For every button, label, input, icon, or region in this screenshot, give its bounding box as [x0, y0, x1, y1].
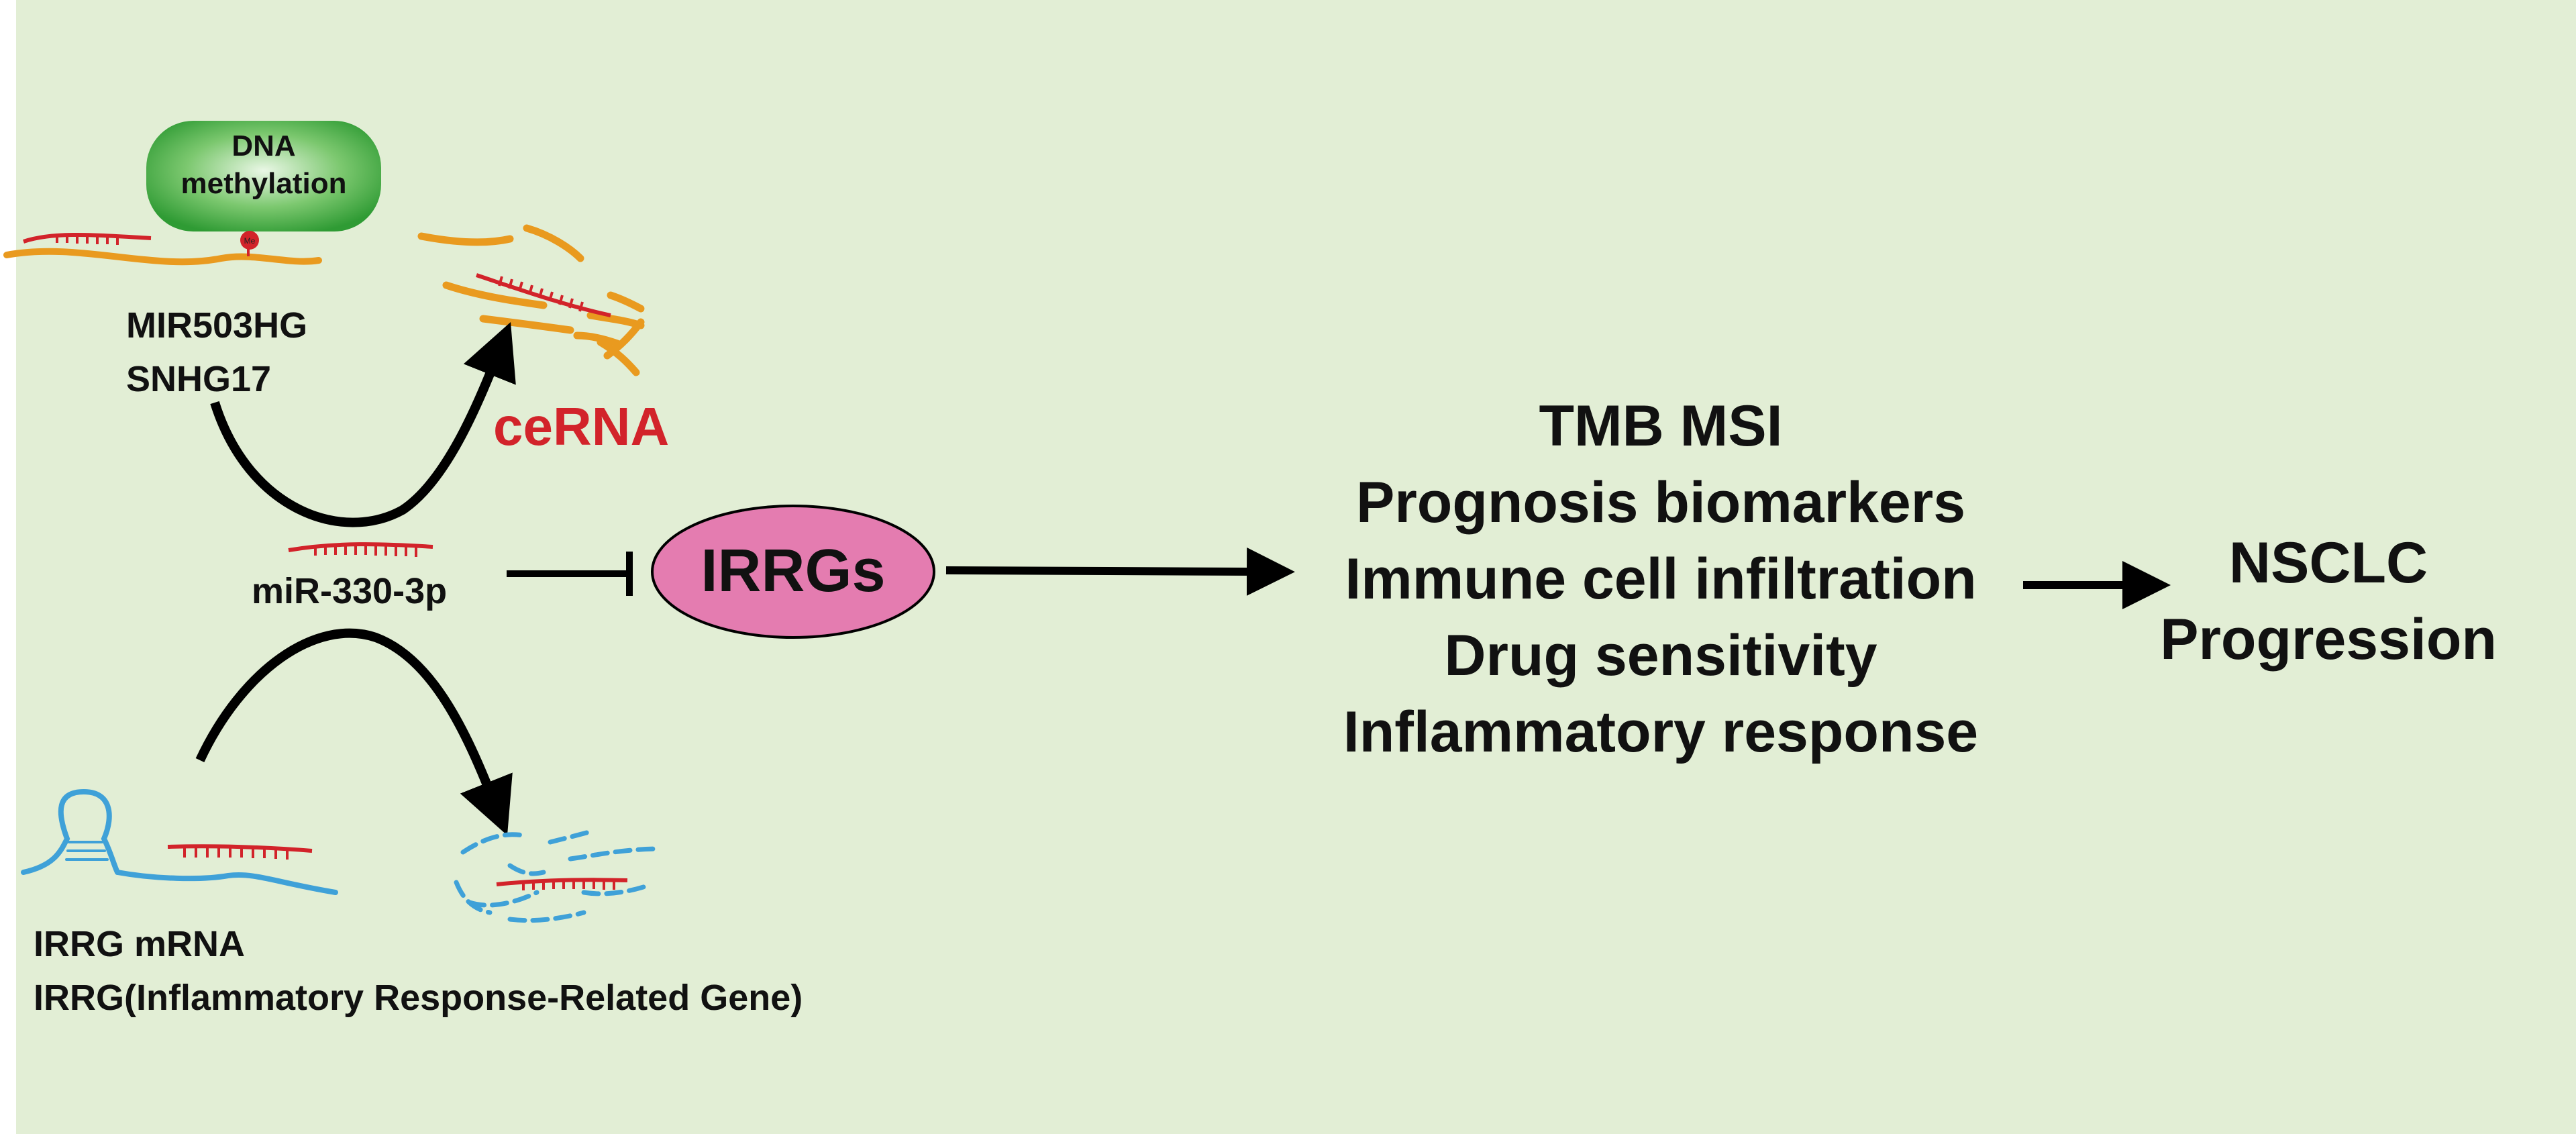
irrgs-label: IRRGs — [701, 537, 886, 605]
outcome-drug-sensitivity: Drug sensitivity — [1444, 623, 1877, 688]
mirna-label: miR-330-3p — [252, 571, 448, 611]
cerna-label: ceRNA — [493, 397, 670, 456]
irrg-mrna-strand — [21, 788, 338, 895]
lncrna-strand: Me — [3, 231, 322, 266]
dna-methylation-box — [146, 121, 381, 231]
outcome-tmb-msi: TMB MSI — [1539, 394, 1783, 458]
outcomes-list: TMB MSI Prognosis biomarkers Immune cell… — [1268, 388, 2053, 770]
irrgs-to-outcomes-arrow — [945, 547, 1295, 596]
irrg-mrna-label: IRRG mRNA — [34, 924, 246, 964]
mrna-degradation-arrow — [195, 628, 513, 835]
dna-methylation-line-1: DNA — [231, 130, 296, 162]
mirna-on-lncrna — [23, 233, 152, 245]
degraded-mrna-fragments — [454, 828, 664, 923]
progression-line: Progression — [2160, 607, 2497, 672]
irrg-mrna-labels: IRRG mRNA IRRG(Inflammatory Response-Rel… — [34, 917, 803, 1025]
outcome-prognosis-biomarkers: Prognosis biomarkers — [1355, 470, 1966, 535]
nsclc-line: NSCLC — [2228, 531, 2428, 595]
outcome-inflammatory-response: Inflammatory response — [1343, 700, 1979, 764]
cerna-curved-arrow — [210, 322, 516, 527]
methyl-pin-icon — [240, 231, 259, 250]
irrg-definition-label: IRRG(Inflammatory Response-Related Gene) — [34, 978, 803, 1018]
inhibition-arrow — [507, 552, 633, 596]
cerna-fragments — [417, 224, 645, 376]
lncrna-label-mir503hg: MIR503HG — [126, 305, 308, 346]
lncrna-labels: MIR503HG SNHG17 — [126, 299, 307, 406]
dna-methylation-line-2: methylation — [181, 167, 347, 200]
mirna-on-mrna — [167, 844, 313, 860]
outcome-immune-cell-infiltration: Immune cell infiltration — [1345, 547, 1977, 611]
degraded-mrna-mirna — [496, 878, 628, 890]
cerna-mirna — [476, 273, 611, 317]
methyl-mark-text: Me — [244, 236, 256, 246]
dna-methylation-label: DNA methylation — [146, 127, 381, 203]
free-mirna — [288, 542, 433, 557]
irrgs-node — [651, 505, 935, 639]
nsclc-progression-label: NSCLC Progression — [2127, 525, 2530, 678]
lncrna-label-snhg17: SNHG17 — [126, 359, 272, 399]
